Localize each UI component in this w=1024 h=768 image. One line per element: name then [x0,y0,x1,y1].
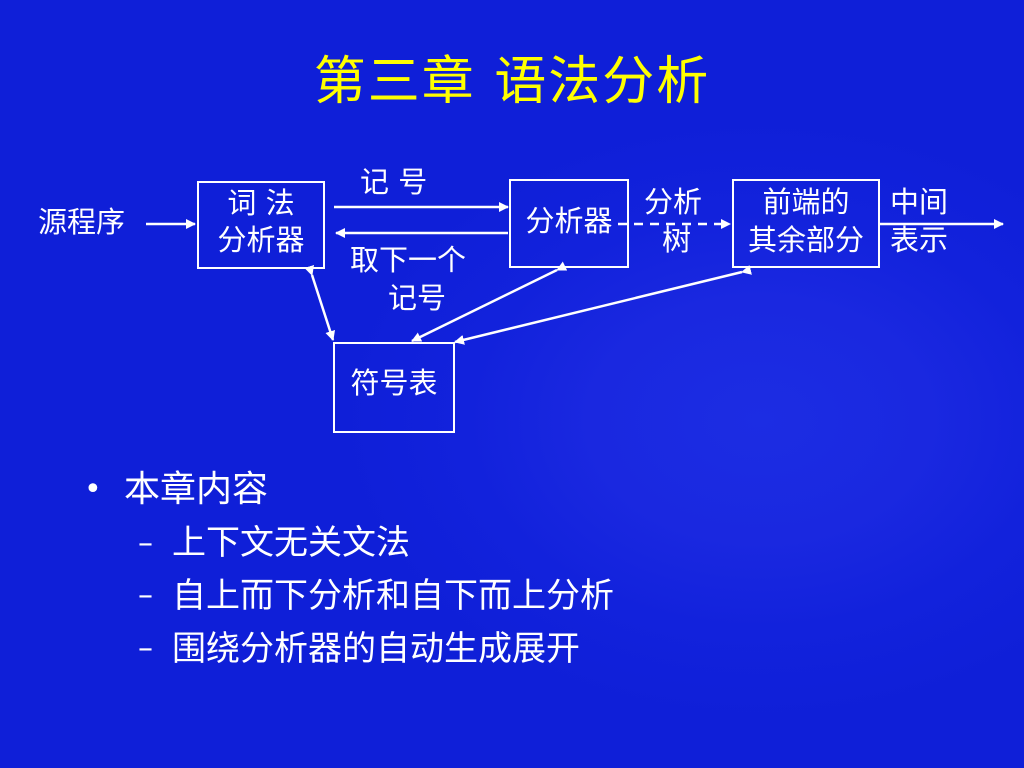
token-label: 记 号 [360,165,428,199]
arrow-lexer-symtab [304,264,335,341]
frontend-line2: 其余部分 [747,223,864,257]
frontend-line1: 前端的 [762,185,850,219]
bullet-list: • 本章内容 – 上下文无关文法 – 自上而下分析和自下而上分析 – 围绕分析器… [84,468,614,670]
sub-bullet-3: – 围绕分析器的自动生成展开 [138,629,614,670]
sub-bullet-text: 自上而下分析和自下而上分析 [172,575,614,616]
source-program-label: 源程序 [38,205,126,239]
sub-bullet-1: – 上下文无关文法 [138,523,614,564]
get-next-token-line1: 取下一个 [350,243,467,277]
sub-bullet-marker: – [138,578,153,614]
parser-box [509,179,629,268]
lexer-label-line1: 词 法 [227,186,295,220]
sub-bullet-marker: – [138,631,153,667]
sub-bullet-text: 上下文无关文法 [172,523,410,564]
intermediate-line1: 中间 [890,185,949,219]
parse-tree-line1: 分析 [644,185,703,219]
bullet-marker: • [84,471,102,507]
slide-title: 第三章 语法分析 [313,52,711,112]
arrow-frontend-symtab [454,265,752,345]
parse-tree-line2: 树 [662,223,692,257]
symbol-table-box [333,342,455,433]
bullet-main: • 本章内容 [84,468,614,511]
sub-bullet-text: 围绕分析器的自动生成展开 [172,628,580,669]
symbol-table-label: 符号表 [350,366,438,400]
parser-label: 分析器 [525,204,613,238]
sub-bullet-marker: – [138,525,153,561]
sub-bullet-2: – 自上而下分析和自下而上分析 [138,576,614,617]
intermediate-line2: 表示 [890,223,949,257]
lexer-box [197,181,325,269]
frontend-box [732,179,880,268]
get-next-token-line2: 记号 [388,281,447,315]
lexer-label-line2: 分析器 [217,223,305,257]
bullet-main-text: 本章内容 [124,469,269,510]
